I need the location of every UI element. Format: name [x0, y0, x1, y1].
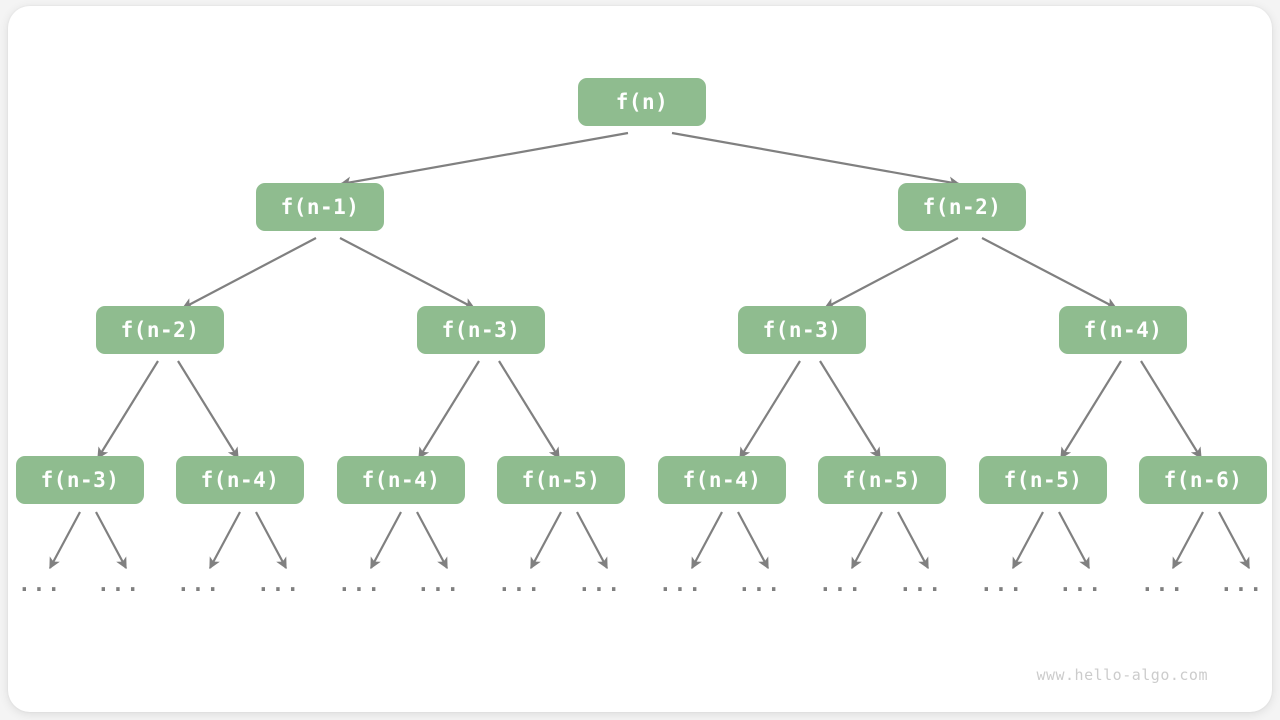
ellipsis-marker-1: ... — [97, 572, 141, 596]
tree-node-l2-3[interactable]: f(n-4) — [1059, 306, 1187, 354]
leaf-edge-3 — [255, 511, 287, 570]
tree-node-label: f(n-4) — [361, 468, 441, 492]
recursion-tree-edges — [49, 131, 1250, 570]
tree-node-label: f(n-3) — [441, 318, 521, 342]
ellipsis-marker-2: ... — [177, 572, 221, 596]
tree-node-l3-5[interactable]: f(n-5) — [818, 456, 946, 504]
tree-edge-7 — [177, 360, 239, 460]
tree-node-label: f(n-5) — [521, 468, 601, 492]
ellipsis-marker-15: ... — [1220, 572, 1264, 596]
diagram-canvas: f(n) f(n-1) f(n-2) f(n-2) f(n-3) f(n-3) f(n-4)… — [8, 6, 1272, 712]
tree-edge-12 — [1060, 360, 1122, 460]
tree-edge-2 — [181, 237, 317, 309]
ellipsis-marker-10: ... — [819, 572, 863, 596]
tree-node-l2-2[interactable]: f(n-3) — [738, 306, 866, 354]
tree-edge-10 — [739, 360, 801, 460]
tree-node-l3-6[interactable]: f(n-5) — [979, 456, 1107, 504]
ellipsis-marker-5: ... — [417, 572, 461, 596]
ellipsis-marker-7: ... — [578, 572, 622, 596]
tree-node-label: f(n-4) — [1083, 318, 1163, 342]
tree-node-label: f(n-3) — [762, 318, 842, 342]
tree-edge-3 — [339, 237, 476, 309]
tree-node-l0-0[interactable]: f(n) — [578, 78, 706, 126]
tree-node-l1-1[interactable]: f(n-2) — [898, 183, 1026, 231]
tree-node-label: f(n-4) — [200, 468, 280, 492]
tree-edge-5 — [981, 237, 1118, 309]
tree-node-l3-0[interactable]: f(n-3) — [16, 456, 144, 504]
tree-node-label: f(n-3) — [40, 468, 120, 492]
leaf-edge-14 — [1172, 511, 1204, 570]
leaf-edge-4 — [370, 511, 402, 570]
ellipsis-marker-3: ... — [257, 572, 301, 596]
tree-edge-1 — [671, 131, 961, 188]
tree-edge-11 — [819, 360, 881, 460]
tree-node-label: f(n-6) — [1163, 468, 1243, 492]
tree-node-label: f(n-5) — [842, 468, 922, 492]
watermark: www.hello-algo.com — [1036, 666, 1208, 684]
leaf-edge-0 — [49, 511, 81, 570]
leaf-edge-5 — [416, 511, 448, 570]
leaf-edge-10 — [851, 511, 883, 570]
tree-edge-8 — [418, 360, 480, 460]
ellipsis-marker-12: ... — [980, 572, 1024, 596]
leaf-edge-8 — [691, 511, 723, 570]
tree-node-label: f(n-4) — [682, 468, 762, 492]
tree-edge-4 — [823, 237, 959, 309]
tree-node-l2-0[interactable]: f(n-2) — [96, 306, 224, 354]
tree-edge-0 — [339, 131, 629, 188]
tree-node-l2-1[interactable]: f(n-3) — [417, 306, 545, 354]
tree-node-label: f(n-2) — [120, 318, 200, 342]
tree-edge-13 — [1140, 360, 1202, 460]
leaf-edge-2 — [209, 511, 241, 570]
leaf-edge-13 — [1058, 511, 1090, 570]
ellipsis-marker-0: ... — [18, 572, 62, 596]
leaf-edge-9 — [737, 511, 769, 570]
tree-node-label: f(n-1) — [280, 195, 360, 219]
tree-node-l3-7[interactable]: f(n-6) — [1139, 456, 1267, 504]
tree-edge-9 — [498, 360, 560, 460]
ellipsis-marker-14: ... — [1141, 572, 1185, 596]
tree-node-label: f(n) — [615, 90, 669, 114]
ellipsis-marker-4: ... — [338, 572, 382, 596]
ellipsis-marker-13: ... — [1059, 572, 1103, 596]
leaf-edge-7 — [576, 511, 608, 570]
leaf-edge-1 — [95, 511, 127, 570]
tree-node-l3-1[interactable]: f(n-4) — [176, 456, 304, 504]
tree-node-l3-3[interactable]: f(n-5) — [497, 456, 625, 504]
ellipsis-marker-11: ... — [899, 572, 943, 596]
leaf-edge-12 — [1012, 511, 1044, 570]
tree-node-label: f(n-5) — [1003, 468, 1083, 492]
ellipsis-marker-8: ... — [659, 572, 703, 596]
ellipsis-marker-6: ... — [498, 572, 542, 596]
tree-node-l3-4[interactable]: f(n-4) — [658, 456, 786, 504]
tree-node-label: f(n-2) — [922, 195, 1002, 219]
tree-edge-6 — [97, 360, 159, 460]
tree-node-l1-0[interactable]: f(n-1) — [256, 183, 384, 231]
ellipsis-marker-9: ... — [738, 572, 782, 596]
leaf-edge-11 — [897, 511, 929, 570]
tree-node-l3-2[interactable]: f(n-4) — [337, 456, 465, 504]
leaf-edge-6 — [530, 511, 562, 570]
leaf-edge-15 — [1218, 511, 1250, 570]
